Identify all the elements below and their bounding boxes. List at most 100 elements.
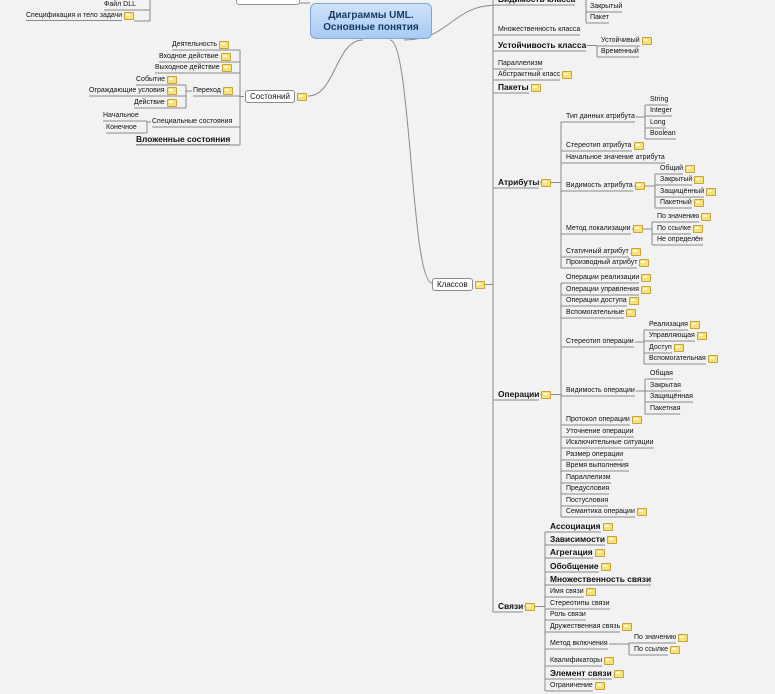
note-icon[interactable] <box>678 634 688 642</box>
topic-node[interactable]: По значению <box>634 633 676 643</box>
note-icon[interactable] <box>586 588 596 596</box>
note-icon[interactable] <box>642 37 652 45</box>
topic-node[interactable]: Зависимости <box>550 534 605 545</box>
note-icon[interactable] <box>622 623 632 631</box>
topic-node[interactable]: Ассоциация <box>550 521 601 532</box>
topic-node[interactable]: Спецификация и тело задачи <box>26 11 123 21</box>
note-icon[interactable] <box>708 355 718 363</box>
topic-node[interactable]: Обобщение <box>550 561 599 572</box>
note-icon[interactable] <box>221 53 231 61</box>
topic-node[interactable]: Пакетный <box>660 198 692 208</box>
topic-node[interactable]: Связи <box>498 601 523 612</box>
topic-node[interactable]: Статичный атрибут <box>566 247 629 257</box>
topic-node[interactable]: Integer <box>650 106 672 116</box>
topic-node[interactable]: Ограждающие условия <box>89 86 165 96</box>
topic-node[interactable]: Метод локализации <box>566 224 631 234</box>
topic-node[interactable]: Специальные состояния <box>152 117 232 127</box>
topic-node[interactable]: Тип данных атрибута <box>566 112 635 122</box>
note-icon[interactable] <box>694 199 704 207</box>
topic-node[interactable]: Действие <box>134 98 165 108</box>
topic-node[interactable]: Начальное <box>103 111 139 121</box>
topic-node[interactable]: Закрытый <box>660 175 692 185</box>
note-icon[interactable] <box>632 416 642 424</box>
note-icon[interactable] <box>603 522 613 531</box>
topic-node[interactable]: Конечное <box>106 123 137 133</box>
note-icon[interactable] <box>635 182 645 190</box>
topic-node[interactable]: Пакетная <box>650 404 680 414</box>
topic-node[interactable]: Агрегация <box>550 547 593 558</box>
topic-node[interactable]: Вспомогательные <box>566 308 624 318</box>
note-icon[interactable] <box>167 76 177 84</box>
note-icon[interactable] <box>595 682 605 690</box>
topic-node[interactable]: Операции доступа <box>566 296 627 306</box>
note-icon[interactable] <box>626 309 636 317</box>
topic-node[interactable]: Производный атрибут <box>566 258 637 268</box>
note-icon[interactable] <box>693 225 703 233</box>
note-icon[interactable] <box>167 87 177 95</box>
topic-node[interactable]: Пакеты <box>498 82 529 93</box>
topic-node[interactable]: Операции <box>498 389 539 400</box>
topic-node[interactable]: Постусловия <box>566 496 608 506</box>
topic-node[interactable]: Доступ <box>649 343 672 353</box>
note-icon[interactable] <box>697 332 707 340</box>
note-icon[interactable] <box>694 176 704 184</box>
topic-node[interactable]: Видимость класса <box>498 0 575 5</box>
note-icon[interactable] <box>541 390 551 399</box>
topic-node[interactable]: По значению <box>657 212 699 222</box>
topic-node[interactable]: Входное действие <box>159 52 219 62</box>
topic-node[interactable]: Boolean <box>650 129 676 139</box>
topic-node[interactable]: Пакет <box>590 13 609 23</box>
topic-node[interactable]: Параллелизм <box>498 59 543 69</box>
note-icon[interactable] <box>701 213 711 221</box>
topic-node[interactable]: Классов <box>432 278 473 291</box>
note-icon[interactable] <box>607 535 617 544</box>
topic-node[interactable]: Операции управления <box>566 285 639 295</box>
topic-node[interactable]: Имя связи <box>550 587 584 597</box>
topic-node[interactable]: Множественность связи <box>550 574 651 585</box>
topic-node[interactable]: String <box>650 95 668 105</box>
topic-node[interactable]: Стереотип атрибута <box>566 141 632 151</box>
top-node-cutoff[interactable] <box>236 0 300 5</box>
note-icon[interactable] <box>674 344 684 352</box>
topic-node[interactable]: Защищённая <box>650 392 693 402</box>
topic-node[interactable]: По ссылке <box>657 224 691 234</box>
topic-node[interactable]: Защищённый <box>660 187 704 197</box>
topic-node[interactable]: Квалификаторы <box>550 656 602 666</box>
note-icon[interactable] <box>639 259 649 267</box>
topic-node[interactable]: Абстрактный класс <box>498 70 560 80</box>
topic-node[interactable]: Устойчивый <box>601 36 640 46</box>
note-icon[interactable] <box>685 165 695 173</box>
topic-node[interactable]: Закрытый <box>590 2 622 12</box>
topic-node[interactable]: Деятельность <box>172 40 217 50</box>
note-icon[interactable] <box>223 87 233 95</box>
topic-node[interactable]: По ссылке <box>634 645 668 655</box>
topic-node[interactable]: Не определён <box>657 235 703 245</box>
topic-node[interactable]: Выходное действие <box>155 63 220 73</box>
topic-node[interactable]: Long <box>650 118 666 128</box>
topic-node[interactable]: Атрибуты <box>498 177 539 188</box>
topic-node[interactable]: Время выполнения <box>566 461 629 471</box>
topic-node[interactable]: Управляющая <box>649 331 695 341</box>
note-icon[interactable] <box>475 280 485 289</box>
note-icon[interactable] <box>124 12 134 20</box>
topic-node[interactable]: Общая <box>650 369 673 379</box>
topic-node[interactable]: Начальное значение атрибута <box>566 153 665 163</box>
topic-node[interactable]: Событие <box>136 75 165 85</box>
central-topic[interactable]: Диаграммы UML. Основные понятия <box>310 3 432 39</box>
topic-node[interactable]: Семантика операции <box>566 507 635 517</box>
topic-node[interactable]: Видимость атрибута <box>566 181 633 191</box>
note-icon[interactable] <box>631 248 641 256</box>
note-icon[interactable] <box>541 178 551 187</box>
note-icon[interactable] <box>562 71 572 79</box>
note-icon[interactable] <box>531 83 541 92</box>
note-icon[interactable] <box>297 92 307 101</box>
note-icon[interactable] <box>614 669 624 678</box>
topic-node[interactable]: Закрытая <box>650 381 681 391</box>
topic-node[interactable]: Параллелизм <box>566 473 611 483</box>
topic-node[interactable]: Временный <box>601 47 639 57</box>
note-icon[interactable] <box>219 41 229 49</box>
topic-node[interactable]: Дружественная связь <box>550 622 620 632</box>
topic-node[interactable]: Роль связи <box>550 610 586 620</box>
topic-node[interactable]: Ограничение <box>550 681 593 691</box>
note-icon[interactable] <box>670 646 680 654</box>
